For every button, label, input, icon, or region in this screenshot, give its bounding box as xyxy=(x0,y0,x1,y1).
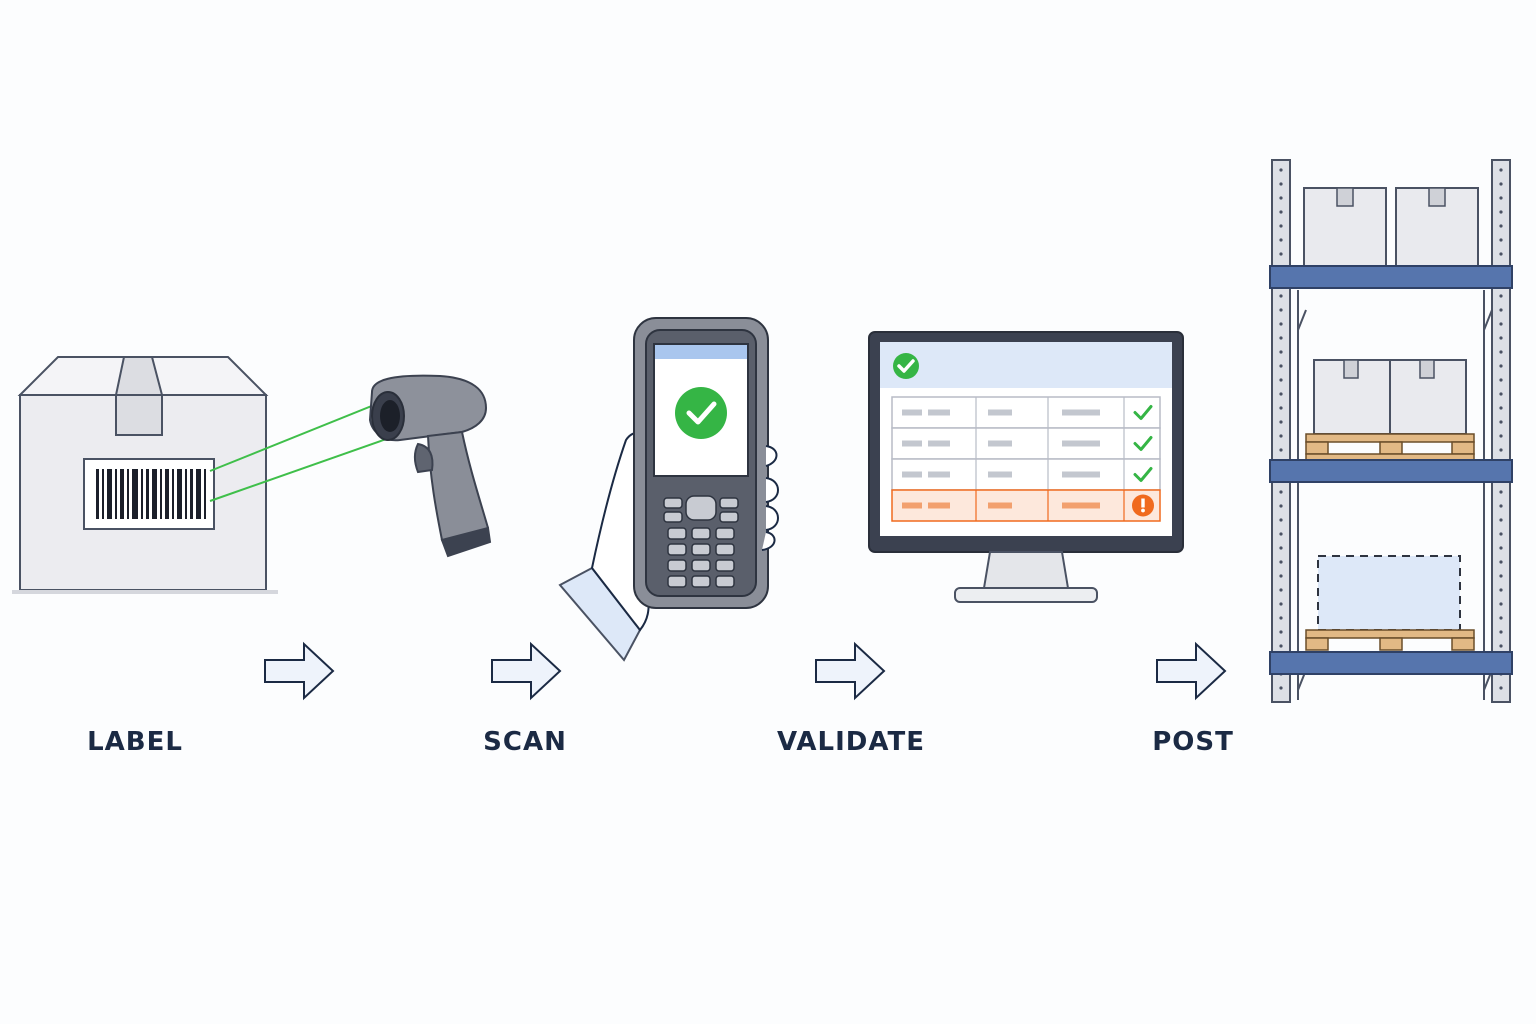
monitor-icon xyxy=(868,331,1184,603)
right-arrow-icon xyxy=(1156,641,1227,701)
validation-table xyxy=(891,396,1161,522)
barcode-icon xyxy=(83,458,215,530)
validate-header-check-icon xyxy=(893,353,919,379)
right-arrow-icon xyxy=(491,641,562,701)
warehouse-rack-icon xyxy=(1269,159,1513,703)
table-row xyxy=(891,396,1161,429)
keypad xyxy=(663,495,739,588)
pallet-icon xyxy=(1305,629,1475,651)
step-label-post: POST xyxy=(1152,727,1234,757)
right-arrow-icon xyxy=(264,641,335,701)
step-label-scan: SCAN xyxy=(483,727,567,757)
warning-icon xyxy=(1132,494,1154,517)
table-row xyxy=(891,489,1161,522)
step-label-label: LABEL xyxy=(87,727,183,757)
empty-slot xyxy=(1317,555,1461,631)
right-arrow-icon xyxy=(815,641,886,701)
table-row xyxy=(891,427,1161,460)
table-row xyxy=(891,458,1161,491)
barcode-scanner-icon xyxy=(368,374,492,558)
handheld-terminal-icon xyxy=(558,317,779,662)
scan-ok-check-icon xyxy=(675,387,727,439)
check-icon xyxy=(1133,436,1153,451)
laser-beams xyxy=(209,400,393,502)
pallet-icon xyxy=(1305,433,1475,461)
step-label-validate: VALIDATE xyxy=(777,727,925,757)
shipping-box-icon xyxy=(12,356,278,594)
check-icon xyxy=(1133,467,1153,482)
check-icon xyxy=(1133,405,1153,420)
